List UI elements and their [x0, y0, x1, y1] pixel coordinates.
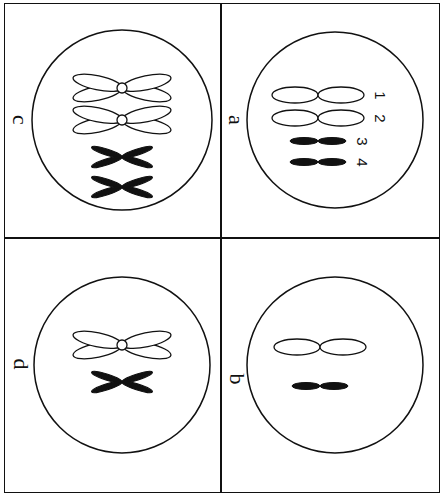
cell-outline — [34, 277, 210, 453]
replicated-chromosome — [72, 71, 173, 105]
callout-number: 4 — [355, 158, 370, 166]
replicated-chromosome — [72, 103, 173, 137]
chromosome-4 — [290, 159, 346, 166]
panel-box: b — [220, 237, 440, 493]
panel-box: d — [4, 237, 222, 493]
cell-outline — [247, 277, 423, 453]
callout-number: 1 — [373, 91, 388, 99]
chromosome — [274, 339, 366, 355]
panel-box: c — [4, 3, 222, 239]
replicated-chromosome — [91, 369, 154, 394]
chromosome — [292, 383, 348, 390]
chromosome-1 — [272, 87, 364, 103]
callout-number: 2 — [373, 114, 388, 122]
panel-letter: a — [225, 115, 247, 125]
replicated-chromosome — [72, 328, 173, 362]
panel-letter: c — [9, 115, 31, 125]
callout-number: 3 — [355, 137, 370, 145]
replicated-chromosome — [91, 144, 154, 169]
panel-box: a — [220, 3, 440, 239]
chromosome-3 — [290, 138, 346, 145]
panel-letter: d — [10, 359, 32, 370]
replicated-chromosome — [91, 174, 154, 199]
panel-letter: b — [226, 374, 248, 385]
cell-outline — [247, 32, 423, 208]
cell-outline — [32, 30, 212, 210]
chromosome-2 — [272, 110, 364, 126]
